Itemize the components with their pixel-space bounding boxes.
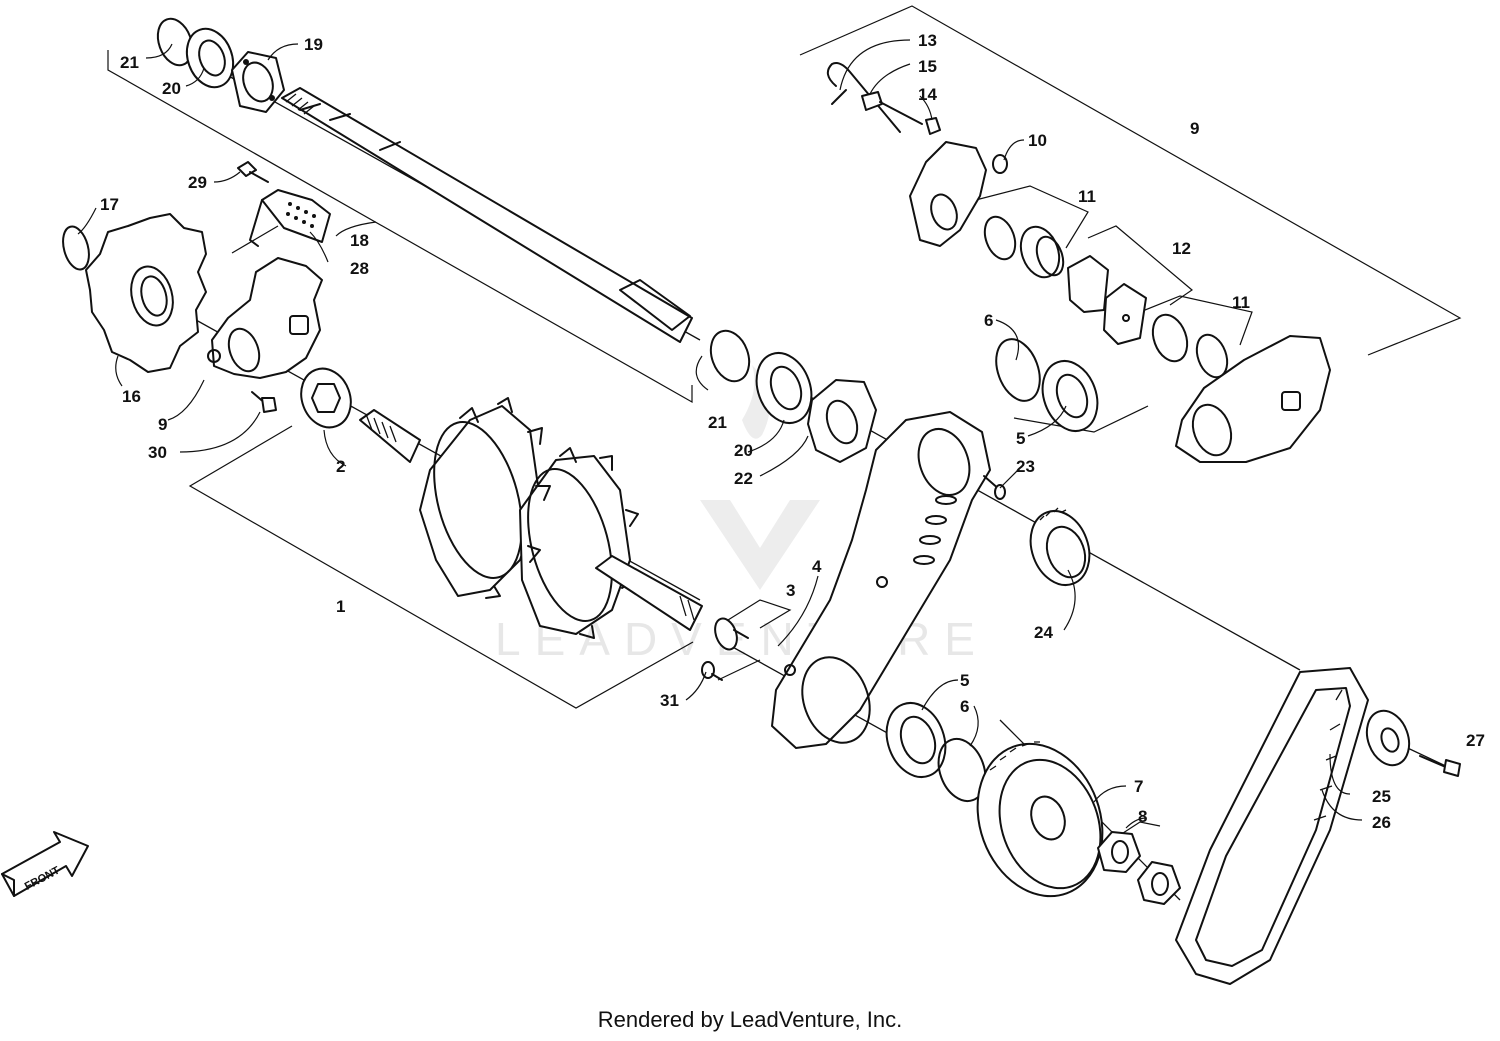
brake-caliper-9-right-outer bbox=[1175, 335, 1331, 463]
bearing-5-bottom bbox=[885, 702, 947, 778]
brake-pad-12-a bbox=[1067, 255, 1109, 313]
bearing-seal-2 bbox=[300, 367, 352, 429]
retaining-ring-21-mid bbox=[709, 329, 751, 383]
callout-2: 2 bbox=[336, 457, 345, 476]
jam-nut-8-a bbox=[1097, 831, 1141, 873]
bearing-flange-22 bbox=[807, 379, 877, 463]
chaincase-housing-4 bbox=[771, 411, 991, 749]
bearing-20-mid bbox=[755, 352, 813, 424]
piston-11-top bbox=[1019, 225, 1065, 279]
tensioner-washer-25 bbox=[1365, 709, 1411, 767]
brake-caliper-9-left bbox=[207, 257, 323, 379]
sensor-plug-3 bbox=[714, 617, 749, 651]
callout-12: 12 bbox=[1172, 239, 1191, 258]
drive-chain-26 bbox=[1175, 667, 1369, 985]
top-sprocket-24 bbox=[1029, 507, 1091, 586]
callout-22: 22 bbox=[734, 469, 753, 488]
callout-26: 26 bbox=[1372, 813, 1391, 832]
group-brackets bbox=[107, 5, 1462, 836]
callout-15: 15 bbox=[918, 57, 937, 76]
callout-11-top: 11 bbox=[1078, 187, 1096, 206]
callout-10: 10 bbox=[1028, 131, 1047, 150]
jam-nut-8-b bbox=[1137, 861, 1181, 905]
callout-4: 4 bbox=[812, 557, 822, 576]
callout-30: 30 bbox=[148, 443, 167, 462]
callout-24: 24 bbox=[1034, 623, 1053, 642]
callout-5-bottom: 5 bbox=[960, 671, 969, 690]
callout-6-top: 6 bbox=[984, 311, 993, 330]
bolt-30 bbox=[251, 391, 277, 413]
bleed-fitting-14 bbox=[925, 117, 941, 135]
callout-5-top: 5 bbox=[1016, 429, 1025, 448]
idler-sprocket-16 bbox=[85, 213, 207, 373]
bolt-23 bbox=[983, 475, 1006, 500]
render-credit: Rendered by LeadVenture, Inc. bbox=[597, 1007, 903, 1032]
callout-27: 27 bbox=[1466, 731, 1485, 750]
callout-18: 18 bbox=[350, 231, 369, 250]
callout-3: 3 bbox=[786, 581, 795, 600]
callout-29: 29 bbox=[188, 173, 207, 192]
callout-14: 14 bbox=[918, 85, 937, 104]
callout-16: 16 bbox=[122, 387, 141, 406]
callout-6-bottom: 6 bbox=[960, 697, 969, 716]
retaining-ring-6-top bbox=[995, 338, 1041, 402]
callout-17: 17 bbox=[100, 195, 119, 214]
piston-seal-11-top bbox=[983, 215, 1017, 261]
piston-11-bottom bbox=[1151, 313, 1189, 363]
retaining-ring-6-bottom bbox=[937, 738, 987, 802]
callout-28: 28 bbox=[350, 259, 369, 278]
callout-labels: 21 20 19 29 17 18 28 16 9 30 2 1 21 20 2… bbox=[100, 31, 1485, 832]
callout-31: 31 bbox=[660, 691, 679, 710]
drive-shaft-assembly-1 bbox=[359, 397, 703, 639]
caliper-bolt-15 bbox=[861, 91, 923, 125]
leader-lines bbox=[77, 39, 1363, 829]
callout-20-top: 20 bbox=[162, 79, 181, 98]
callout-23: 23 bbox=[1016, 457, 1035, 476]
callout-19: 19 bbox=[304, 35, 323, 54]
bearing-flange-19 bbox=[231, 51, 285, 113]
driveshaft-18 bbox=[281, 87, 693, 343]
cotter-pin-13 bbox=[826, 62, 901, 133]
mounting-bracket-28 bbox=[249, 189, 331, 247]
front-direction-arrow: FRONT bbox=[1, 831, 89, 897]
brake-pad-12-b bbox=[1103, 283, 1147, 345]
bolt-27 bbox=[1419, 755, 1461, 777]
callout-9-left: 9 bbox=[158, 415, 167, 434]
bushing-10 bbox=[992, 154, 1008, 174]
assembly-axes bbox=[159, 59, 1451, 901]
callout-21-top: 21 bbox=[120, 53, 139, 72]
callout-8: 8 bbox=[1138, 807, 1147, 826]
bolt-29 bbox=[237, 161, 269, 183]
callout-20-mid: 20 bbox=[734, 441, 753, 460]
callout-7: 7 bbox=[1134, 777, 1143, 796]
callout-11-bottom: 11 bbox=[1232, 293, 1250, 312]
snap-ring-17 bbox=[62, 225, 90, 271]
callout-1: 1 bbox=[336, 597, 345, 616]
callout-9-right: 9 bbox=[1190, 119, 1199, 138]
bearing-20-top bbox=[185, 27, 235, 89]
lower-sprocket-7 bbox=[976, 741, 1104, 898]
bearing-5-top bbox=[1041, 360, 1099, 432]
callout-13: 13 bbox=[918, 31, 937, 50]
callout-25: 25 bbox=[1372, 787, 1391, 806]
callout-21-mid: 21 bbox=[708, 413, 727, 432]
brake-caliper-9-right-half bbox=[909, 141, 987, 247]
